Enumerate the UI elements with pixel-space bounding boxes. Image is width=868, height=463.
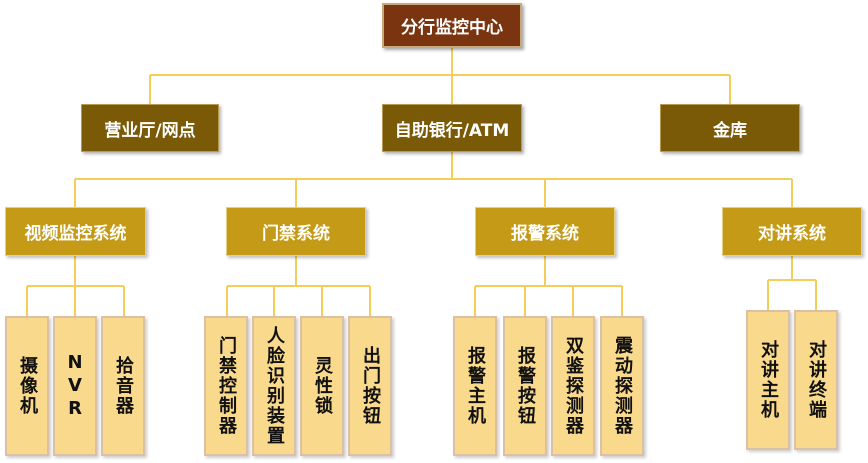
node-label: 分行监控中心 bbox=[401, 18, 503, 38]
node-alarm-system: 报警系统 bbox=[475, 207, 615, 256]
leaf-vibration-detector: 震动探测器 bbox=[600, 316, 644, 456]
leaf-intercom-terminal: 对讲终端 bbox=[794, 310, 838, 450]
node-label: 金库 bbox=[713, 120, 747, 141]
leaf-nvr: NVR bbox=[53, 316, 97, 456]
node-label: 自助银行/ATM bbox=[394, 120, 510, 141]
leaf-face-recognition: 人脸识别装置 bbox=[252, 316, 296, 456]
node-self-service-atm: 自助银行/ATM bbox=[382, 104, 522, 152]
node-root: 分行监控中心 bbox=[382, 3, 522, 48]
leaf-exit-button: 出门按钮 bbox=[348, 316, 392, 456]
leaf-camera: 摄像机 bbox=[5, 316, 49, 456]
leaf-alarm-host: 报警主机 bbox=[453, 316, 497, 456]
node-video-system: 视频监控系统 bbox=[5, 207, 146, 256]
node-label: 报警系统 bbox=[511, 224, 579, 244]
node-label: 对讲系统 bbox=[758, 224, 826, 244]
node-label: 视频监控系统 bbox=[24, 224, 127, 244]
leaf-intercom-host: 对讲主机 bbox=[746, 310, 790, 450]
node-branch-hall: 营业厅/网点 bbox=[81, 104, 219, 152]
node-access-system: 门禁系统 bbox=[226, 207, 366, 256]
leaf-smart-lock: 灵性锁 bbox=[300, 316, 344, 456]
leaf-door-controller: 门禁控制器 bbox=[204, 316, 248, 456]
node-label: 门禁系统 bbox=[262, 224, 330, 244]
leaf-microphone: 拾音器 bbox=[101, 316, 145, 456]
node-label: 营业厅/网点 bbox=[104, 120, 196, 141]
node-intercom-system: 对讲系统 bbox=[722, 207, 862, 256]
leaf-dual-detector: 双鉴探测器 bbox=[551, 316, 595, 456]
leaf-alarm-button: 报警按钮 bbox=[503, 316, 547, 456]
node-vault: 金库 bbox=[660, 104, 800, 152]
